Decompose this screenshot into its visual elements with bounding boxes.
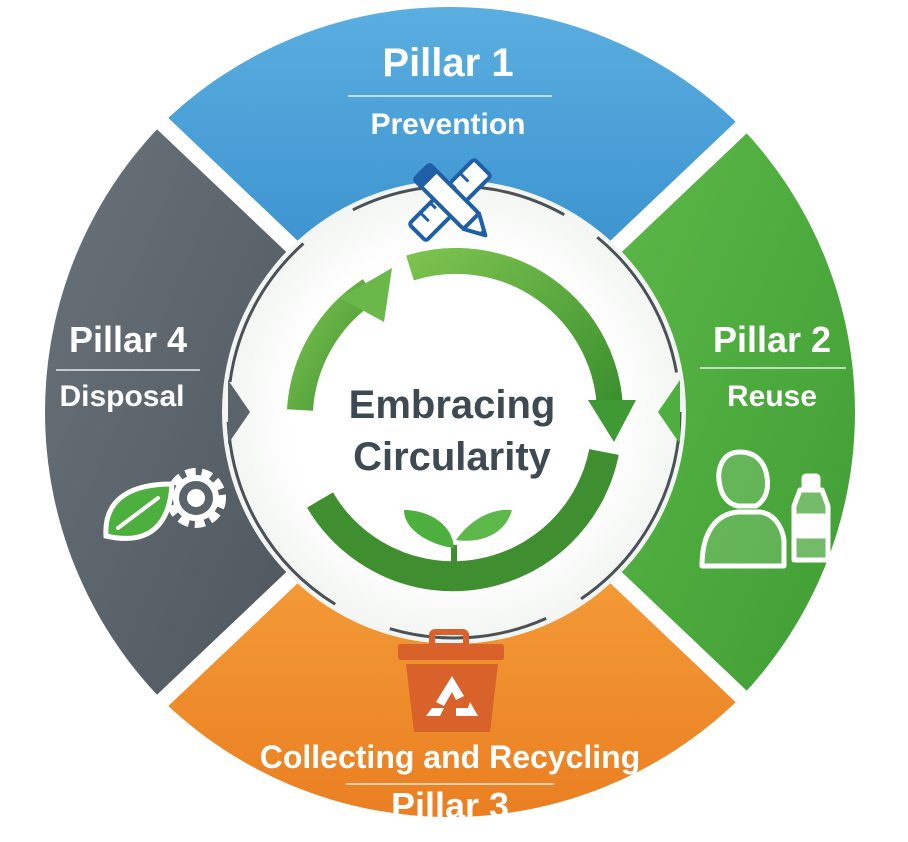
center-title-line2: Circularity xyxy=(353,435,552,479)
pillar-2-number: Pillar 2 xyxy=(713,319,831,360)
pillar-1-name: Prevention xyxy=(370,108,525,141)
pillar-3-name: Collecting and Recycling xyxy=(260,739,641,775)
recycling-bin-icon xyxy=(398,632,504,732)
pillar-2-name: Reuse xyxy=(727,380,817,413)
center-title-line1: Embracing xyxy=(349,383,556,427)
pillar-3-number: Pillar 3 xyxy=(391,785,509,826)
pillar-4-number: Pillar 4 xyxy=(69,319,187,360)
pillar-4-name: Disposal xyxy=(59,380,184,413)
pillar-1-number: Pillar 1 xyxy=(382,41,513,85)
